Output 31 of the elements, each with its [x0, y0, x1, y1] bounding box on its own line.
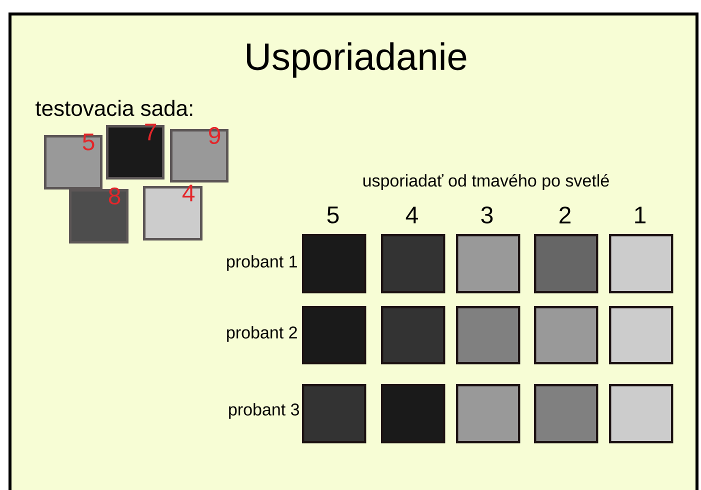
row-label: probant 2: [227, 326, 297, 342]
shaded-square: [609, 234, 674, 294]
shaded-square: [534, 234, 598, 294]
shaded-square: [534, 306, 598, 364]
row-label: probant 3: [229, 403, 300, 419]
rank-number: 3: [481, 206, 493, 224]
shaded-square: [381, 234, 446, 294]
shaded-square: [456, 234, 520, 294]
shaded-square: [302, 306, 366, 364]
title: Usporiadanie: [246, 42, 466, 78]
shaded-square: [302, 234, 366, 294]
numbered-square: 9: [170, 127, 228, 182]
shaded-square: [534, 384, 598, 444]
numbered-square: 7: [106, 124, 164, 180]
instruction-text: usporiadať od tmavého po svetlé: [363, 174, 609, 190]
numbered-square: 4: [143, 184, 202, 240]
rank-number: 2: [560, 206, 570, 224]
shaded-square: [609, 306, 674, 364]
shaded-square: [609, 384, 674, 444]
numbered-square: 8: [69, 188, 128, 244]
shaded-square: [302, 384, 366, 444]
shaded-square: [381, 384, 446, 444]
rank-number: 4: [406, 206, 418, 224]
rank-number: 5: [327, 206, 339, 224]
shaded-square: [381, 306, 446, 364]
shaded-square: [456, 384, 520, 444]
numbered-square: 5: [44, 134, 102, 190]
shaded-square: [456, 306, 520, 364]
row-label: probant 1: [227, 255, 297, 271]
set-heading: testovacia sada:: [36, 100, 192, 116]
rank-number: 1: [635, 206, 646, 224]
